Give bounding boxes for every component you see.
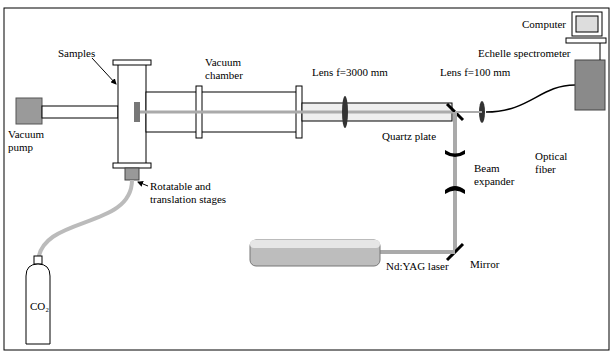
leader-line [138, 182, 148, 186]
valve [34, 256, 42, 264]
part-label: Computer [522, 18, 566, 31]
flange [113, 60, 151, 65]
gas-hose [38, 180, 132, 262]
frame [4, 8, 609, 350]
leader-line [92, 58, 116, 84]
part-label: Nd:YAG laser [386, 260, 449, 273]
part-label: CO₂ [30, 300, 49, 313]
cable [600, 43, 601, 60]
laser-highlight [250, 240, 380, 248]
laser-beam [380, 250, 455, 254]
part-label: Rotatable and translation stages [150, 180, 240, 205]
part-label: Vacuum pump [8, 128, 58, 153]
flange [113, 163, 151, 168]
monitor [572, 12, 602, 36]
light-path [455, 111, 482, 113]
pump-pipe [42, 106, 118, 118]
part-label: Mirror [470, 258, 499, 271]
laser-beam [453, 112, 457, 252]
gas-bottle [26, 264, 50, 344]
chamber-cross [118, 62, 146, 166]
laser-head [250, 240, 380, 266]
stage [125, 168, 139, 180]
part-label: Samples [58, 47, 95, 60]
spectrometer-box [575, 60, 605, 110]
part-label: Lens f=3000 mm [312, 66, 388, 79]
pump-body [16, 98, 42, 124]
part-label: Quartz plate [382, 130, 436, 143]
laser-beam [140, 111, 455, 114]
screen [576, 16, 598, 32]
keyboard [566, 38, 606, 43]
part-label: Vacuum chamber [205, 56, 255, 81]
part-label: Beam expander [474, 162, 524, 187]
part-label: Optical fiber [535, 150, 585, 175]
sample [134, 102, 140, 122]
lens [342, 96, 348, 128]
part-label: Lens f=100 mm [440, 66, 510, 79]
expander-lens [445, 150, 465, 157]
optical-fiber [486, 85, 575, 112]
expander-lens [445, 186, 465, 194]
part-label: Echelle spectrometer [478, 47, 571, 60]
